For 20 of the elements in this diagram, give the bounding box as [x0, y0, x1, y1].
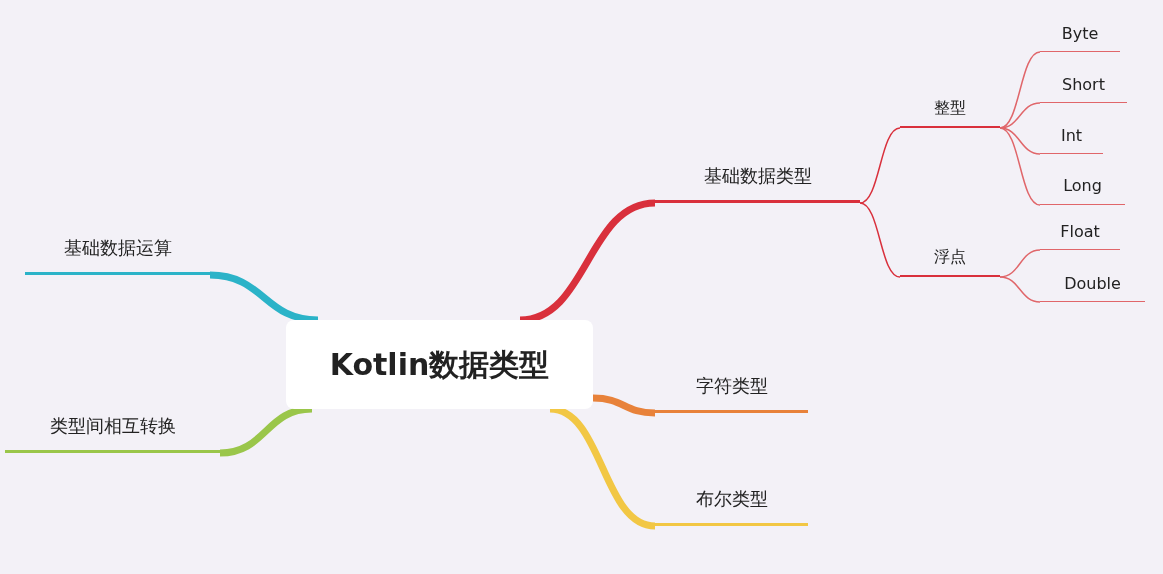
branch-line: [592, 394, 656, 417]
topic-label: 字符类型: [655, 366, 808, 413]
branch-line: [999, 276, 1041, 303]
central-topic-box: Kotlin数据类型: [286, 320, 593, 409]
topic-label: 布尔类型: [655, 479, 808, 526]
topic-label: 整型: [900, 94, 1000, 128]
topic-label: Double: [1040, 271, 1145, 302]
topic-label: Short: [1040, 72, 1127, 103]
topic-label: Byte: [1040, 22, 1120, 52]
topic-label: 类型间相互转换: [5, 406, 220, 453]
branch-line: [999, 127, 1041, 206]
branch-line: [859, 127, 901, 204]
topic-label: Long: [1040, 173, 1125, 205]
branch-line: [999, 127, 1041, 155]
topic-label: 基础数据类型: [655, 155, 860, 203]
topic-label: 基础数据运算: [25, 228, 210, 275]
branch-line: [859, 202, 901, 278]
topic-label: Int: [1040, 123, 1103, 154]
topic-label: Float: [1040, 220, 1120, 250]
topic-label: 浮点: [900, 243, 1000, 277]
